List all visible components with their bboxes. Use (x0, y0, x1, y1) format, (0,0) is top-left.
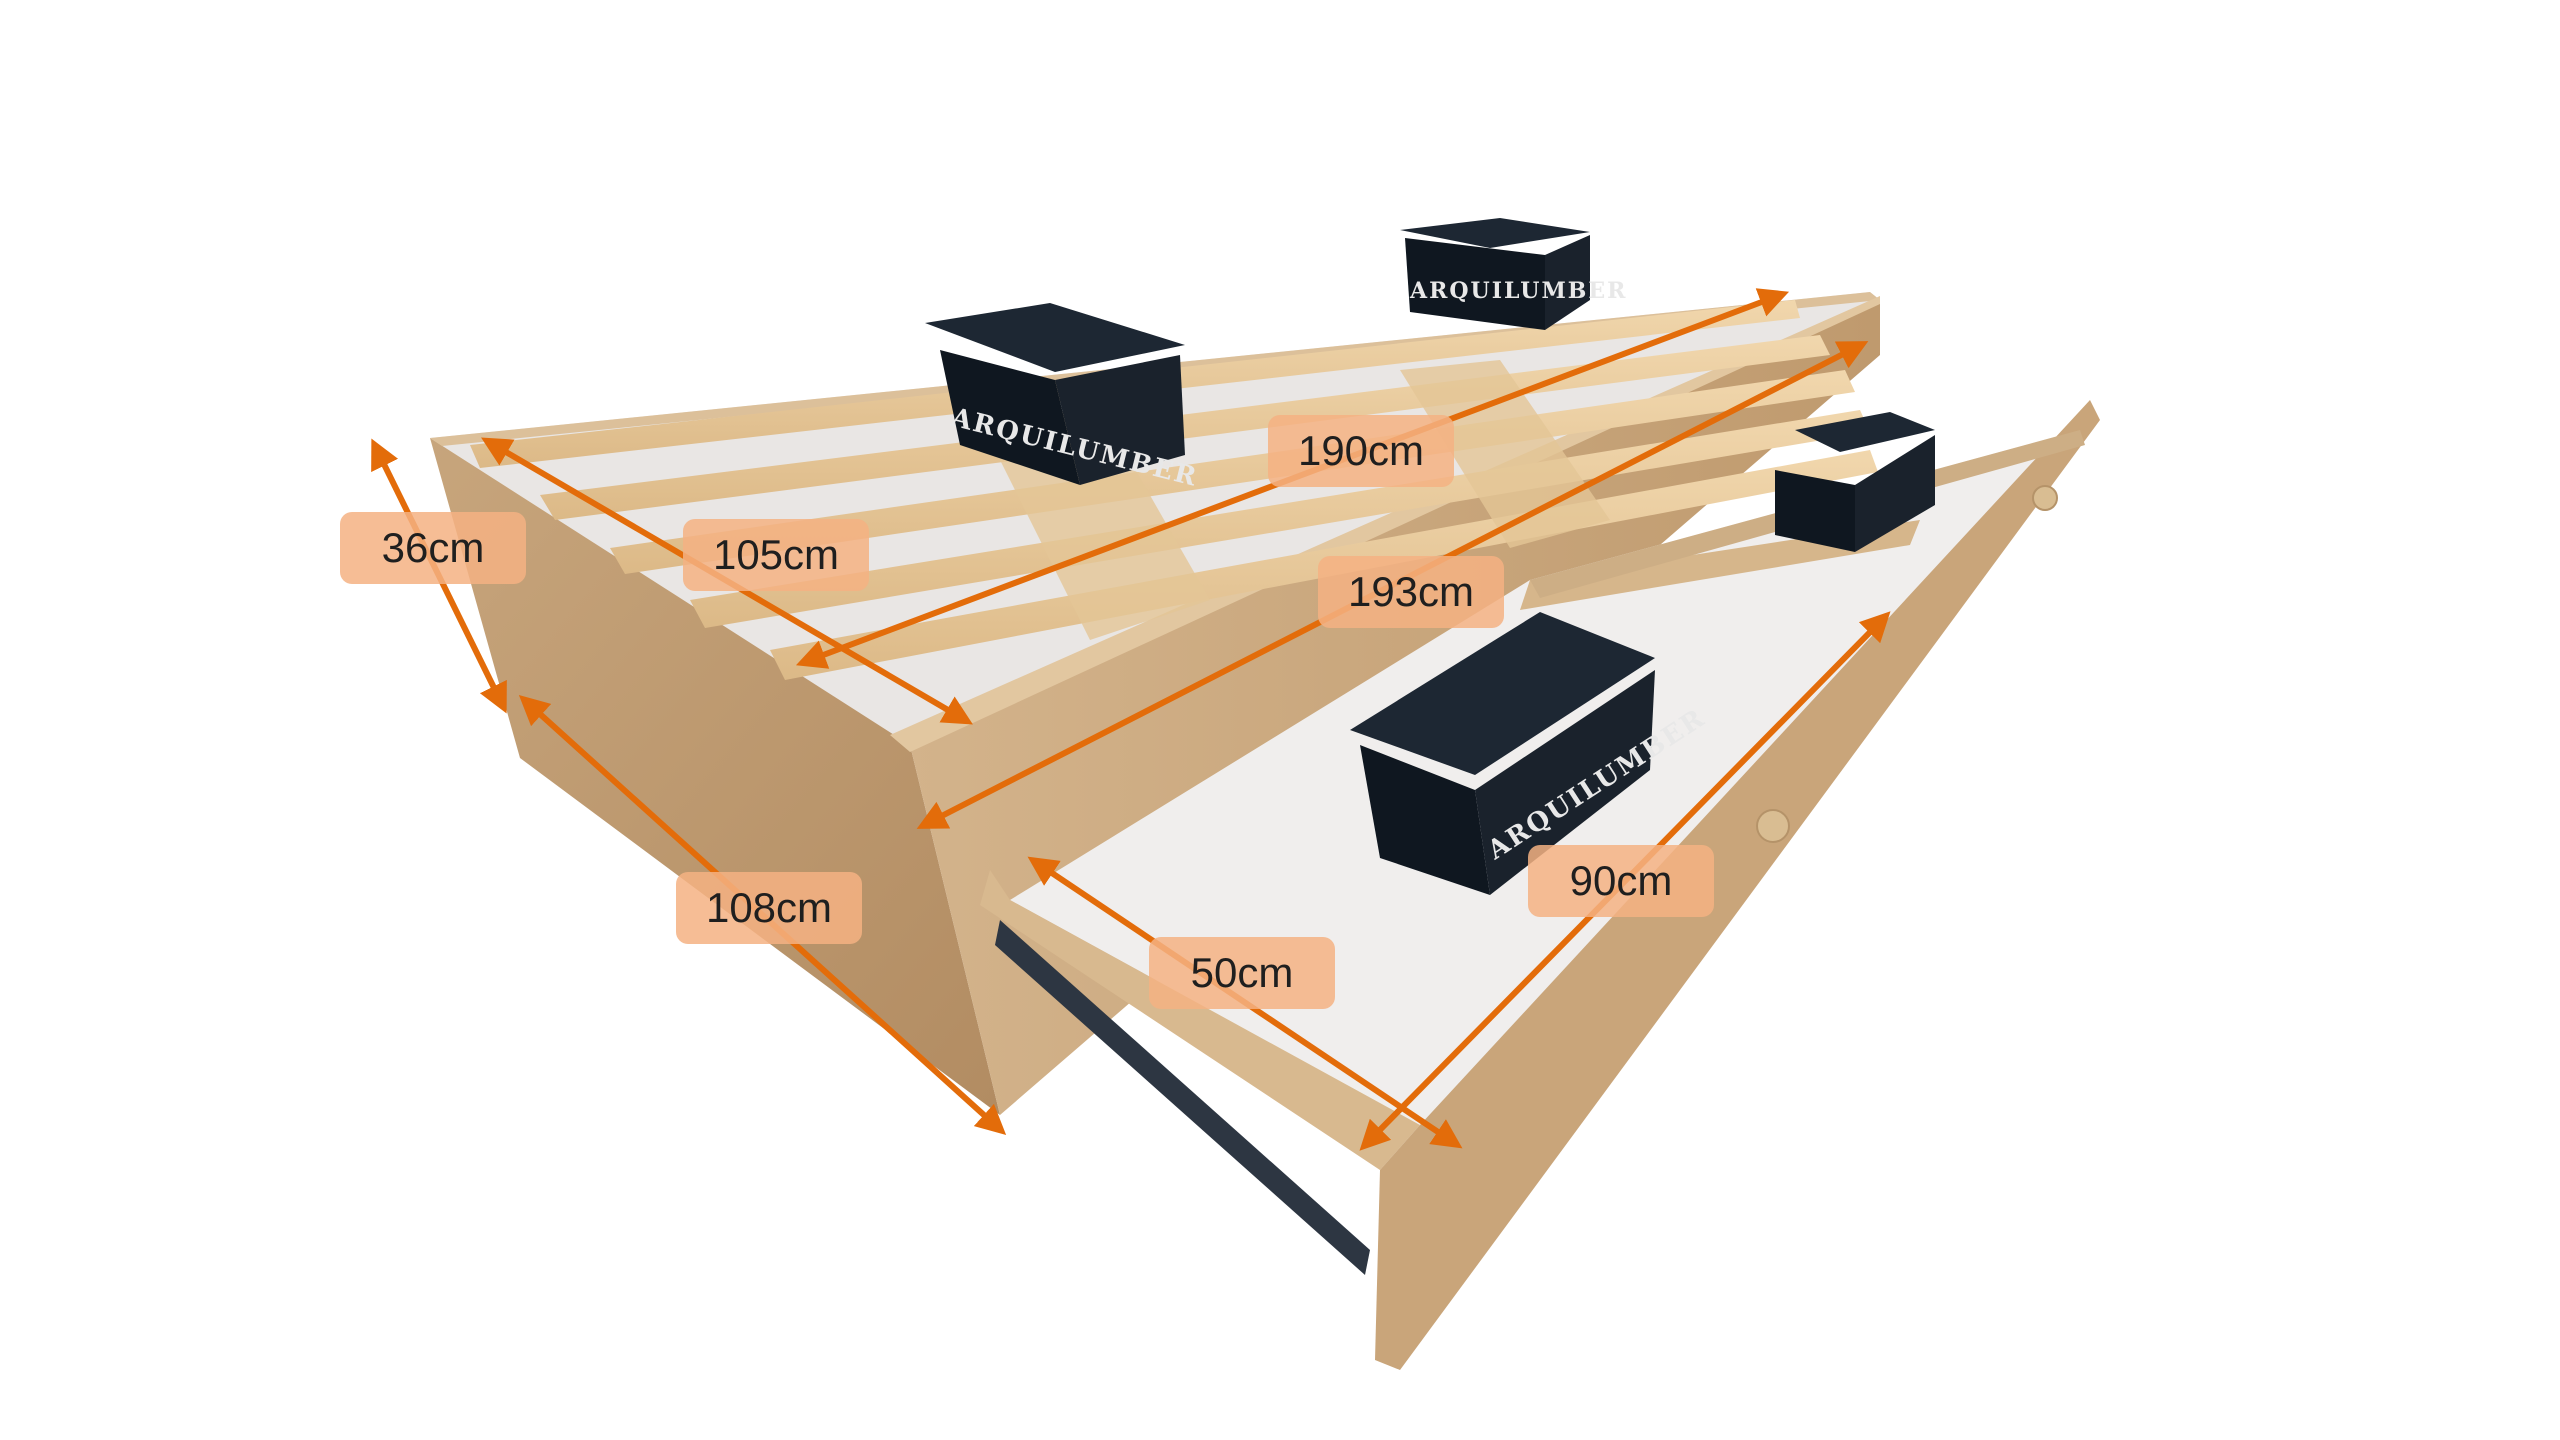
outer-length-label: 193cm (1318, 556, 1504, 628)
drawer-length-label: 90cm (1528, 845, 1714, 917)
box-logo-text: ARQUILUMBER (1409, 278, 1627, 304)
drawer-knob (1756, 809, 1790, 843)
height-label: 36cm (340, 512, 526, 584)
drawer-knob (2032, 485, 2058, 511)
inner-length-label: 190cm (1268, 415, 1454, 487)
box-lid (1400, 218, 1590, 248)
slat-width-label: 105cm (683, 519, 869, 591)
storage-box: ARQUILUMBER (1400, 218, 1627, 330)
drawer-width-label: 50cm (1149, 937, 1335, 1009)
outer-width-label: 108cm (676, 872, 862, 944)
box-side (1855, 435, 1935, 552)
